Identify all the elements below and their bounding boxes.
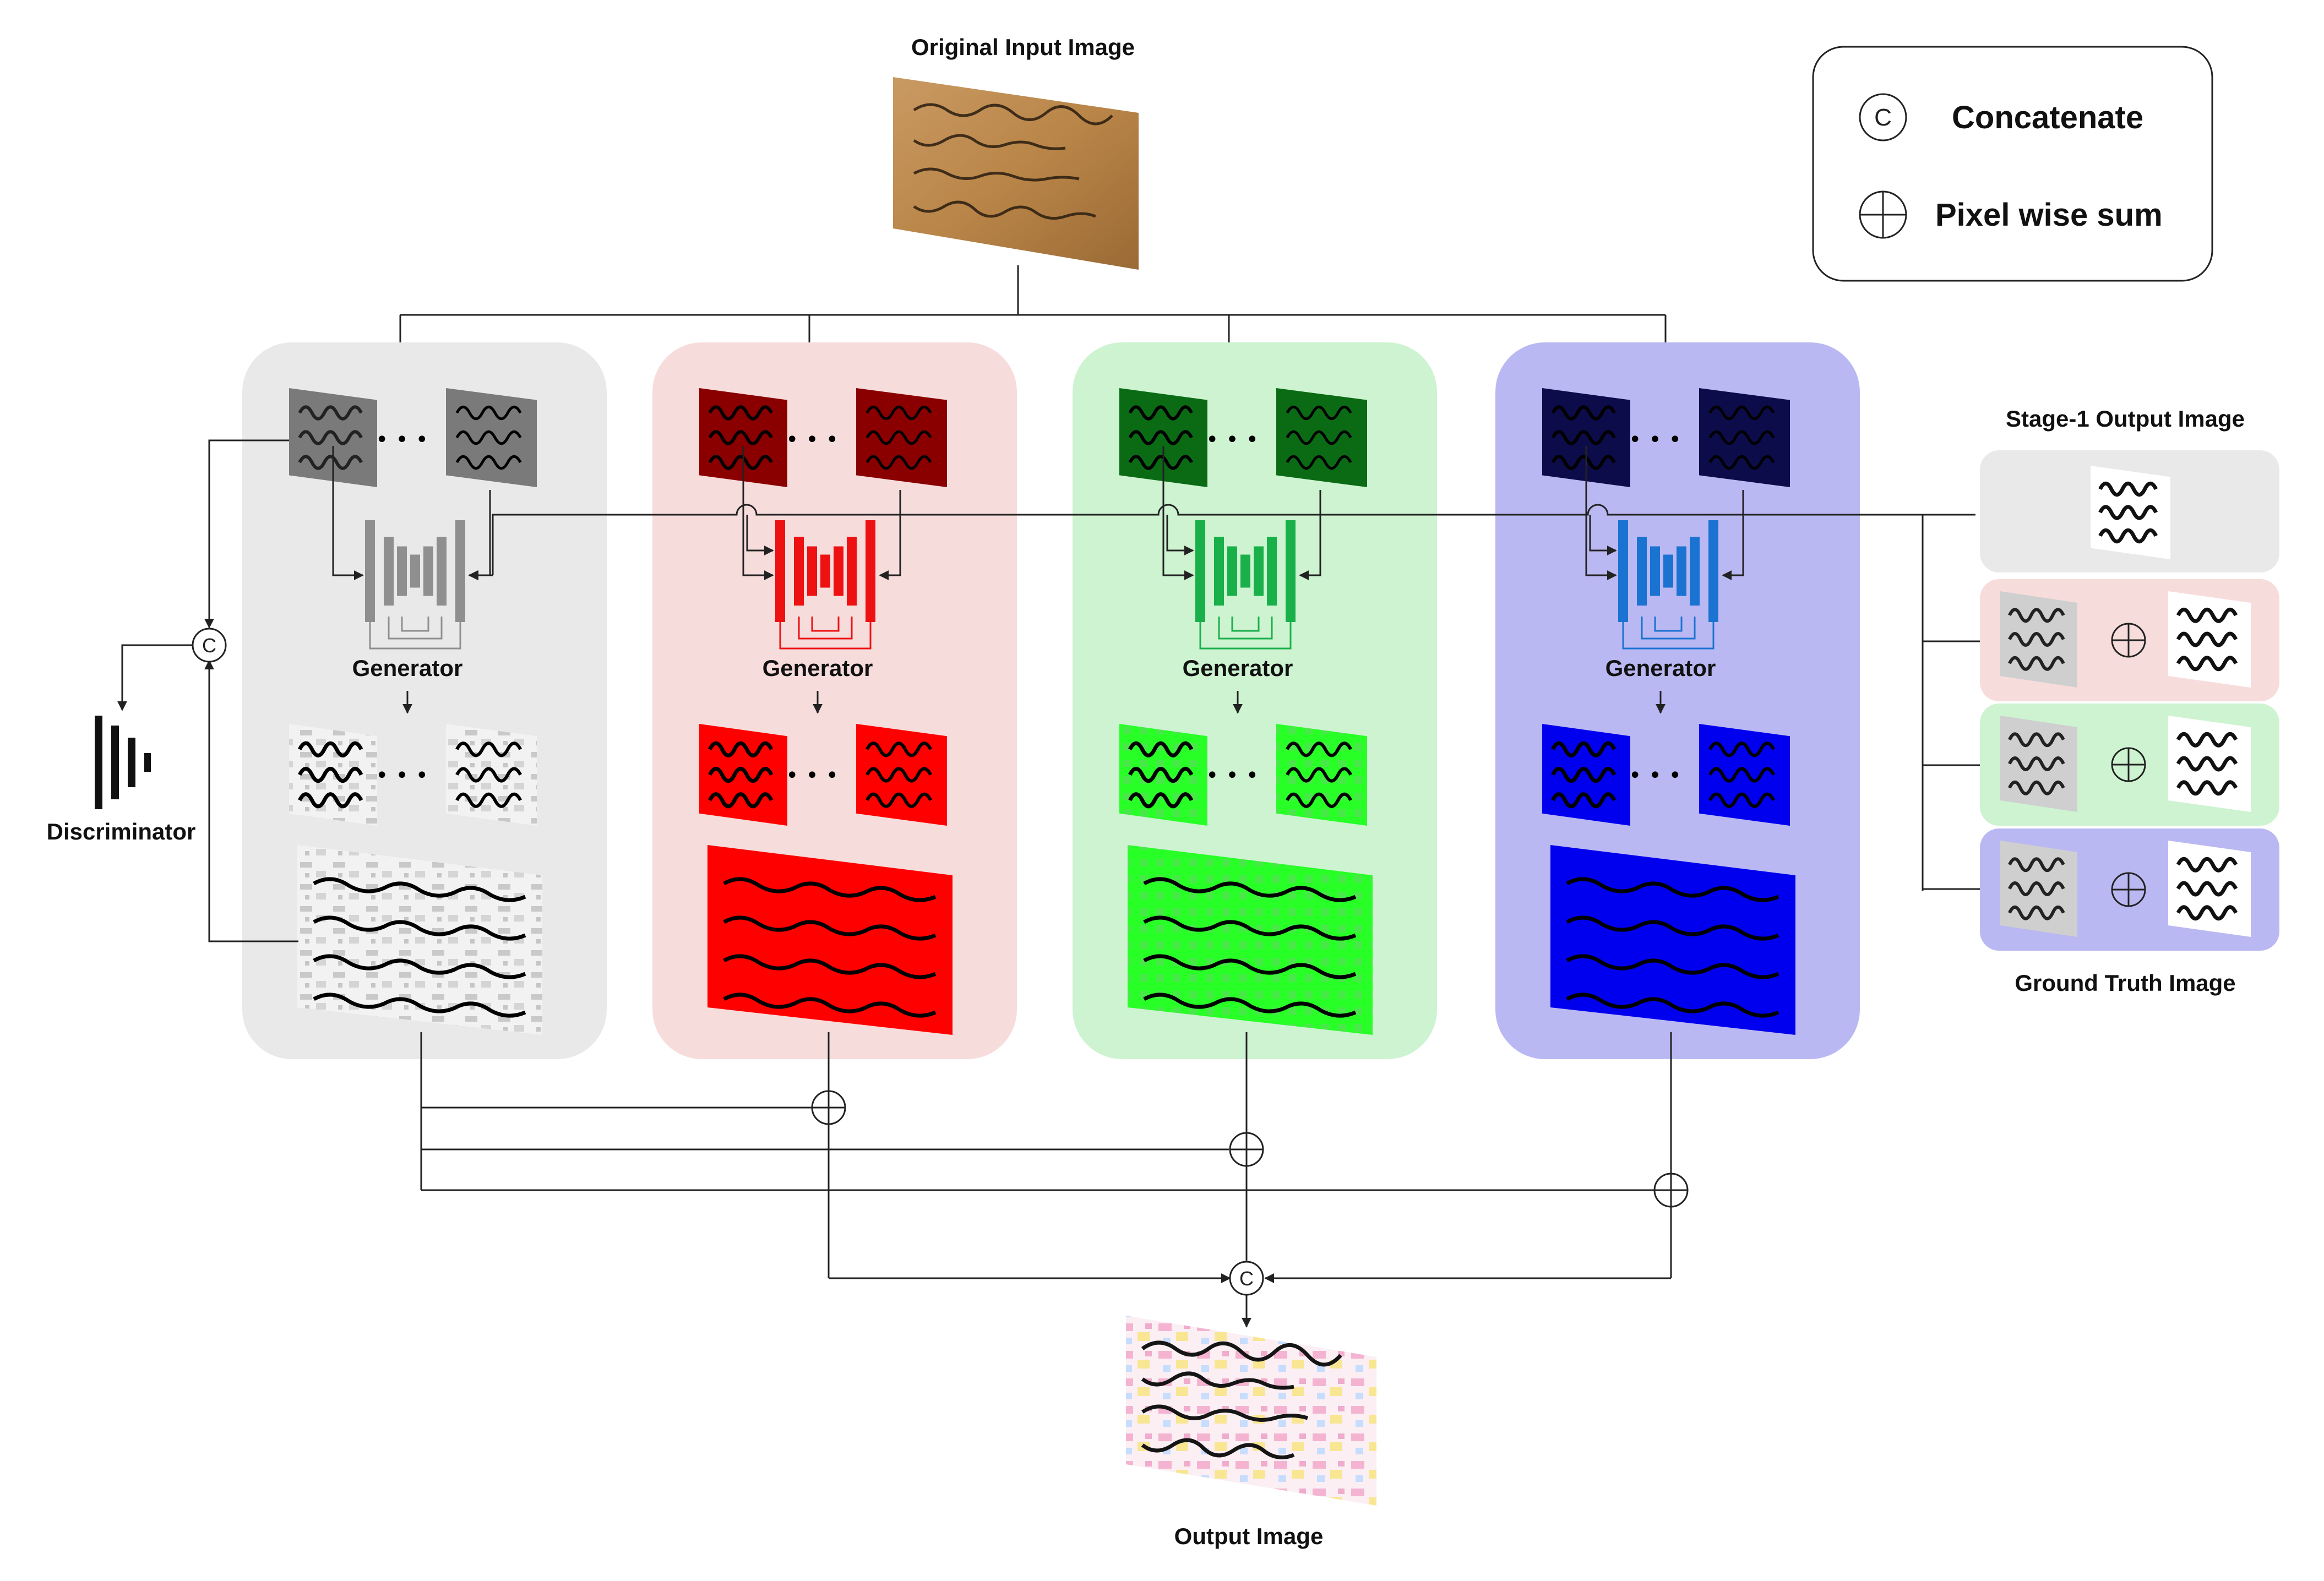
channel-output-image-red	[707, 845, 953, 1035]
column-red: • • • Generator • • •	[699, 388, 953, 1035]
input-fanout-connectors	[395, 265, 1670, 366]
input-patch-last-gray	[446, 388, 537, 487]
ellipsis-top-green: • • •	[1206, 427, 1259, 453]
output-patch-last-green	[1276, 724, 1367, 826]
output-patch-blue	[1542, 724, 1630, 826]
legend-concat-icon	[1859, 93, 1907, 141]
pixel-sum-node-red	[811, 1090, 846, 1125]
column-blue: • • • Generator • • •	[1542, 388, 1795, 1035]
output-patch-green	[1119, 724, 1207, 826]
output-patch-gray	[289, 724, 377, 826]
ellipsis-top-blue: • • •	[1629, 427, 1681, 453]
final-concat-node: C	[1229, 1261, 1264, 1296]
channel-output-image-green	[1128, 845, 1373, 1035]
input-image-title: Original Input Image	[911, 34, 1135, 60]
ground-truth-label: Ground Truth Image	[2015, 970, 2235, 996]
generator-columns: • • •Generator• • •• • •Generator• • •• …	[289, 388, 1795, 1035]
ellipsis-top-gray: • • •	[375, 427, 428, 453]
gt-pixel-sum-green	[2111, 747, 2146, 782]
output-patch-last-gray	[446, 724, 537, 826]
svg-text:C: C	[1239, 1267, 1254, 1290]
gt-row-gray	[1980, 450, 2279, 573]
output-patch-last-red	[856, 724, 947, 826]
column-gray: • • • Generator • • •	[289, 388, 542, 1035]
stage1-output-patch	[2091, 466, 2170, 559]
gt-row-blue	[1980, 828, 2279, 951]
input-patch-last-red	[856, 388, 947, 487]
column-green: • • • Generator • • •	[1119, 388, 1373, 1035]
channel-output-image-blue	[1550, 845, 1795, 1035]
stage1-patch-green	[2000, 716, 2077, 812]
unet-icon-gray	[365, 520, 465, 650]
stage1-output-label: Stage-1 Output Image	[2006, 406, 2245, 432]
unet-icon-blue	[1618, 520, 1718, 650]
output-image	[1126, 1316, 1376, 1506]
pixel-sum-node-blue	[1653, 1173, 1689, 1208]
ellipsis-bottom-gray: • • •	[375, 763, 428, 788]
ellipsis-bottom-green: • • •	[1206, 763, 1259, 788]
pixel-sum-nodes: C	[811, 1090, 1689, 1296]
ellipsis-bottom-red: • • •	[786, 763, 839, 788]
unet-icon-red	[775, 520, 875, 650]
ellipsis-bottom-blue: • • •	[1629, 763, 1681, 788]
gt-patch-blue	[2168, 841, 2251, 937]
unet-icon-green	[1195, 520, 1296, 650]
generator-label-blue: Generator	[1605, 655, 1716, 681]
legend-sum-label: Pixel wise sum	[1935, 197, 2163, 233]
discriminator-block: C Discriminator	[47, 439, 298, 942]
discriminator-concat-symbol: C	[202, 634, 216, 657]
gt-row-red	[1980, 579, 2279, 701]
legend-concat-label: Concatenate	[1952, 100, 2143, 135]
discriminator-icon	[95, 716, 151, 809]
generator-label-green: Generator	[1183, 655, 1293, 681]
input-patch-last-blue	[1699, 388, 1790, 487]
output-patch-last-blue	[1699, 724, 1790, 826]
stage1-patch-red	[2000, 591, 2077, 688]
gt-pixel-sum-blue	[2111, 872, 2146, 907]
output-image-label: Output Image	[1174, 1523, 1324, 1549]
generator-label-gray: Generator	[352, 655, 463, 681]
fusion-connectors	[420, 1032, 1672, 1328]
pixel-sum-node-green	[1229, 1132, 1264, 1167]
output-patch-red	[699, 724, 787, 826]
input-patch-last-green	[1276, 388, 1367, 487]
discriminator-label: Discriminator	[47, 819, 196, 844]
legend-box: C Concatenate Pixel wise sum	[1812, 46, 2213, 282]
gt-patch-green	[2168, 716, 2251, 812]
ground-truth-rows	[1980, 450, 2279, 951]
legend-concat-symbol: C	[1874, 104, 1892, 131]
gt-patch-red	[2168, 591, 2251, 688]
generator-label-red: Generator	[763, 655, 873, 681]
gt-pixel-sum-red	[2111, 623, 2146, 658]
ellipsis-top-red: • • •	[786, 427, 839, 453]
channel-output-image-gray	[297, 845, 542, 1035]
original-input-image	[893, 77, 1139, 270]
gt-row-green	[1980, 704, 2279, 826]
stage1-patch-blue	[2000, 841, 2077, 937]
legend-pixel-sum-icon	[1859, 190, 1907, 239]
